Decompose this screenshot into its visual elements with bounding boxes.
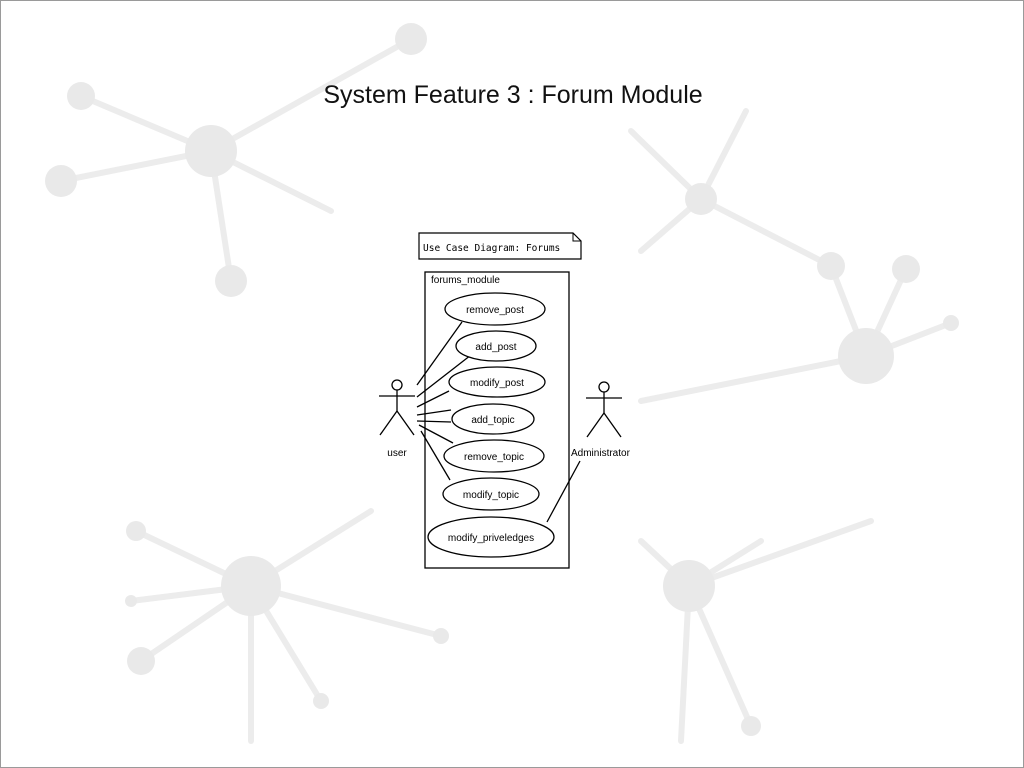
diagram-note: Use Case Diagram: Forums — [418, 232, 582, 260]
user-actor-label: user — [387, 448, 407, 459]
system-boundary — [424, 271, 570, 569]
use-case-label: remove_topic — [464, 452, 524, 463]
use-case-label: add_topic — [471, 415, 514, 426]
use-case-label: modify_priveledges — [448, 533, 534, 544]
system-boundary-label: forums_module — [431, 275, 500, 286]
use-case-label: modify_post — [470, 378, 524, 389]
administrator-actor-label: Administrator — [571, 448, 631, 459]
use-case-diagram: Use Case Diagram: Forums forums_module r… — [377, 225, 635, 575]
use-case-label: modify_topic — [463, 490, 519, 501]
administrator-actor-icon — [586, 381, 622, 438]
administrator-association — [546, 460, 581, 523]
use-case-add-post: add_post — [455, 330, 537, 362]
use-case-remove-topic: remove_topic — [443, 439, 545, 473]
use-case-modify-post: modify_post — [448, 366, 546, 398]
use-case-modify-topic: modify_topic — [442, 477, 540, 511]
use-case-label: remove_post — [466, 305, 524, 316]
slide-title: System Feature 3 : Forum Module — [323, 81, 703, 109]
use-case-modify-priveledges: modify_priveledges — [427, 516, 555, 558]
use-case-remove-post: remove_post — [444, 292, 546, 326]
diagram-note-text: Use Case Diagram: Forums — [423, 243, 560, 254]
user-actor-icon — [379, 379, 415, 436]
user-associations — [416, 321, 472, 481]
use-case-label: add_post — [475, 342, 516, 353]
use-case-diagram-svg: Use Case Diagram: Forums forums_module r… — [379, 232, 631, 569]
use-case-add-topic: add_topic — [451, 403, 535, 435]
